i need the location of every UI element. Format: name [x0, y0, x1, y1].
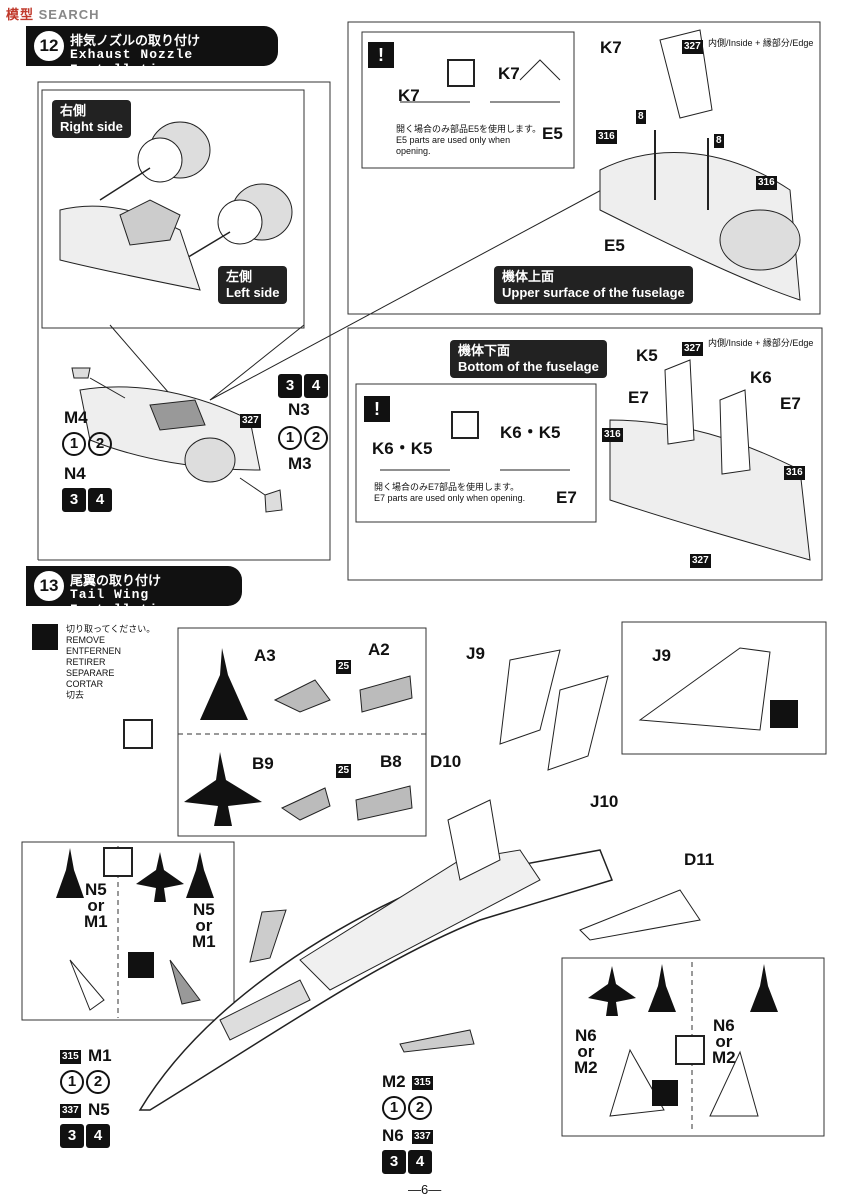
step-title-en: Tail Wing Installation: [70, 587, 176, 617]
note-e5: 開く場合のみ部品E5を使用します。E5 parts are used only …: [396, 124, 542, 156]
caution-icon-lower: !: [364, 396, 390, 422]
paint-316-lower-a: 316: [602, 428, 623, 442]
paint-316-upper-a: 316: [596, 130, 617, 144]
part-n5-or-m1-a: N5 or M1: [84, 880, 108, 931]
step-number: 12: [32, 29, 66, 63]
inside-edge-lower: 内側/Inside + 縁部分/Edge: [708, 338, 814, 348]
part-m1: M1: [88, 1046, 112, 1065]
part-e7-a: E7: [628, 388, 649, 407]
part-d10: D10: [430, 752, 462, 771]
paint-8-a: 8: [636, 110, 646, 124]
part-a3: A3: [254, 646, 276, 665]
part-m3: M3: [288, 454, 312, 473]
caution-icon-upper: !: [368, 42, 394, 68]
paint-327-lower: 327: [682, 342, 703, 356]
part-k6: K6: [750, 368, 772, 387]
step-title-en: Exhaust Nozzle Installation: [70, 47, 194, 77]
paint-315-a: 315: [60, 1050, 81, 1064]
paint-327-bottom: 327: [690, 554, 711, 568]
part-k5: K5: [636, 346, 658, 365]
paint-316-lower-b: 316: [784, 466, 805, 480]
part-a2: A2: [368, 640, 390, 659]
part-e5-b: E5: [604, 236, 625, 255]
part-k6k5-a: K6・K5: [372, 439, 433, 458]
part-n6-or-m2-a: N6 or M2: [574, 1026, 598, 1077]
page-number: —6—: [408, 1182, 442, 1197]
part-e7-b: E7: [780, 394, 801, 413]
part-b8: B8: [380, 752, 402, 771]
part-d11: D11: [684, 850, 715, 869]
note-e7: 開く場合のみE7部品を使用します。E7 parts are used only …: [374, 482, 526, 503]
part-n6-or-m2-b: N6 or M2: [712, 1016, 736, 1067]
part-e7-c: E7: [556, 488, 577, 507]
part-b9: B9: [252, 754, 274, 773]
cut-icon-j9: [770, 700, 798, 728]
part-k6k5-b: K6・K5: [500, 423, 561, 442]
step-title-jp: 排気ノズルの取り付け: [70, 33, 201, 48]
part-j9-a: J9: [466, 644, 485, 663]
paint-8-b: 8: [714, 134, 724, 148]
paint-337-a: 337: [60, 1104, 81, 1118]
paint-316-upper-b: 316: [756, 176, 777, 190]
cut-icon: [32, 624, 58, 650]
paint-25-a: 25: [336, 660, 352, 674]
part-e5-a: E5: [542, 124, 563, 143]
cut-icon-n6: [652, 1080, 678, 1106]
paint-315-b: 315: [412, 1076, 433, 1090]
part-k7-a: K7: [398, 86, 420, 105]
paint-327: 327: [240, 414, 261, 428]
step-number: 13: [32, 569, 66, 603]
paint-25-b: 25: [336, 764, 352, 778]
watermark: 模型 SEARCH: [6, 7, 100, 22]
step-title-jp: 尾翼の取り付け: [70, 573, 162, 588]
cut-icon-n5: [128, 952, 154, 978]
part-j9-b: J9: [652, 646, 671, 665]
step-13-header: 13 尾翼の取り付け Tail Wing Installation: [26, 566, 242, 617]
part-k7-b: K7: [498, 64, 520, 83]
part-n6: N6: [382, 1126, 404, 1145]
part-j10: J10: [590, 792, 619, 811]
paint-327-upper: 327: [682, 40, 703, 54]
part-n3: N3: [288, 400, 310, 419]
paint-337-b: 337: [412, 1130, 433, 1144]
part-m2: M2: [382, 1072, 406, 1091]
part-n5: N5: [88, 1100, 110, 1119]
part-k7-c: K7: [600, 38, 622, 57]
part-n5-or-m1-b: N5 or M1: [192, 900, 216, 951]
step-12-header: 12 排気ノズルの取り付け Exhaust Nozzle Installatio…: [26, 26, 278, 77]
part-n4: N4: [64, 464, 86, 483]
inside-edge-upper: 内側/Inside + 縁部分/Edge: [708, 38, 814, 48]
part-m4: M4: [64, 408, 88, 427]
